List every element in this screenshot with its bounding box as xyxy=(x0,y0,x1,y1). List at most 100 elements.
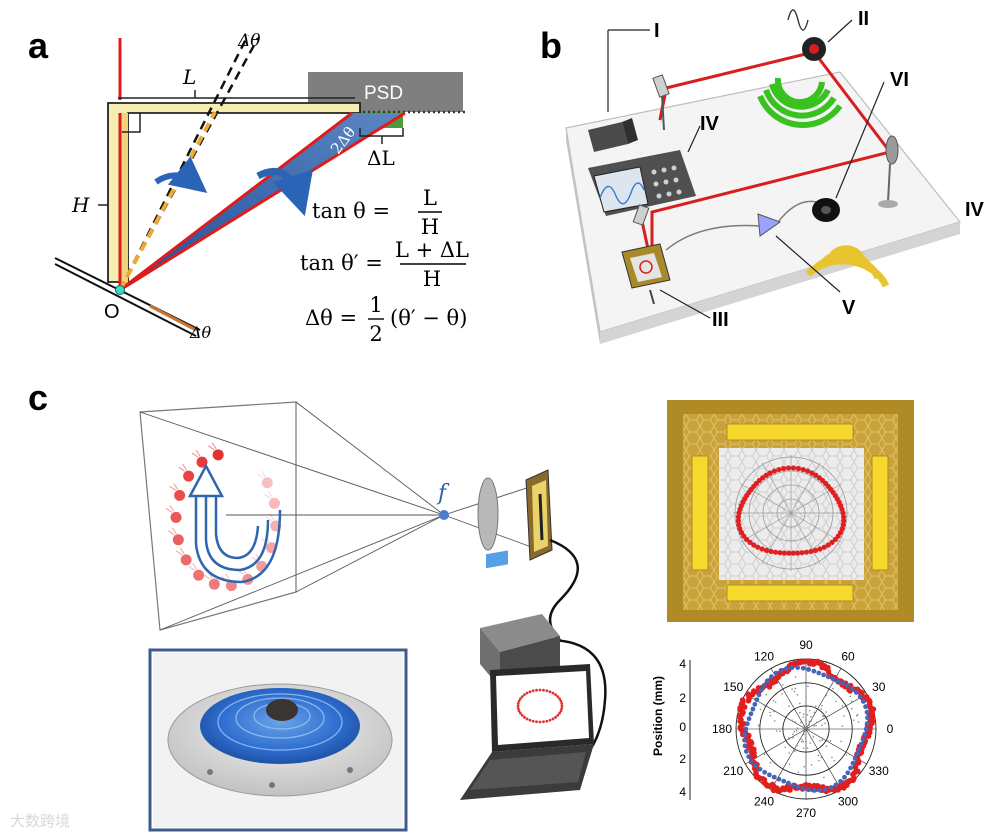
polar-blue-point xyxy=(777,777,782,782)
angle-tick-150: 150 xyxy=(723,680,743,694)
angle-tick-0: 0 xyxy=(887,722,894,736)
polar-blue-point xyxy=(786,781,791,786)
polar-blue-point xyxy=(840,681,845,686)
projection-screen xyxy=(140,402,296,630)
polar-blue-point xyxy=(743,727,748,732)
mirror-2 xyxy=(886,136,898,164)
polar-blue-point xyxy=(750,707,755,712)
polar-blue-point xyxy=(753,763,758,768)
angle-tick-240: 240 xyxy=(754,795,774,809)
trajectory-dot xyxy=(213,449,224,460)
eq3-lhs: Δθ = xyxy=(305,306,357,330)
board-trajectory-dot xyxy=(800,467,805,472)
trajectory-dot xyxy=(269,498,280,509)
polar-blue-point xyxy=(806,787,811,792)
trajectory-dot xyxy=(209,579,220,590)
mark-IV-right: IV xyxy=(965,199,985,221)
polar-blue-point xyxy=(795,665,800,670)
polar-blue-point xyxy=(831,676,836,681)
board-trajectory-dot xyxy=(773,550,778,555)
polar-blue-point xyxy=(762,683,767,688)
ytick-3: 2 xyxy=(679,752,686,766)
panel-a: a PSD L H 2Δθ ΔL Δθ xyxy=(28,25,469,346)
polar-blue-point xyxy=(745,721,750,726)
trajectory-dot xyxy=(174,490,185,501)
polar-blue-point xyxy=(744,749,749,754)
board-trajectory-dot xyxy=(796,466,801,471)
polar-blue-point xyxy=(812,788,817,793)
polar-blue-point xyxy=(749,711,754,716)
polar-blue-point xyxy=(851,761,856,766)
board-trajectory-dot xyxy=(808,549,813,554)
polar-blue-point xyxy=(796,784,801,789)
ytick-1: 2 xyxy=(679,691,686,705)
polar-blue-point xyxy=(848,766,853,771)
watermark: 大数跨境 xyxy=(10,812,70,830)
polar-blue-point xyxy=(811,669,816,674)
board-trajectory-dot xyxy=(804,550,809,555)
polar-blue-point xyxy=(858,694,863,699)
mirror-1 xyxy=(653,75,669,97)
polar-blue-point xyxy=(853,756,858,761)
polar-blue-point xyxy=(759,688,764,693)
eq1-lhs: tan θ = xyxy=(312,199,390,223)
angle-tick-210: 210 xyxy=(723,764,743,778)
polar-blue-point xyxy=(829,785,834,790)
mark-IV: IV xyxy=(700,113,720,135)
board-trajectory-dot xyxy=(817,546,822,551)
polar-red-point xyxy=(746,698,752,704)
polar-blue-point xyxy=(779,668,784,673)
polar-blue-point xyxy=(861,699,866,704)
board-trajectory-dot xyxy=(799,550,804,555)
board-trajectory-dot xyxy=(776,467,781,472)
focal-label: f xyxy=(436,481,450,506)
controller-screen xyxy=(486,550,508,568)
angle-tick-90: 90 xyxy=(799,638,813,652)
deltaL-label: ΔL xyxy=(367,146,395,170)
mark-III: III xyxy=(712,309,729,331)
polar-blue-point xyxy=(769,674,774,679)
mark-I: I xyxy=(654,20,660,42)
polar-blue-point xyxy=(821,673,826,678)
dtheta-bottom-label: Δθ xyxy=(189,323,212,342)
polar-blue-point xyxy=(774,671,779,676)
panel-c: c f xyxy=(10,377,914,830)
ytick-4: 4 xyxy=(679,785,686,799)
polar-chart: Position (mm) 4 2 0 2 4 9060300330300270… xyxy=(651,638,894,820)
polar-blue-point xyxy=(865,721,870,726)
polar-blue-point xyxy=(859,742,864,747)
polar-blue-point xyxy=(865,710,870,715)
polar-red-point xyxy=(864,694,870,700)
trajectory-dot xyxy=(262,477,273,488)
polar-blue-point xyxy=(754,697,759,702)
polar-ylabel: Position (mm) xyxy=(651,676,665,756)
electrode-right xyxy=(872,456,888,570)
board-trajectory-dot xyxy=(813,548,818,553)
polar-blue-point xyxy=(826,674,831,679)
angle-tick-330: 330 xyxy=(869,764,889,778)
polar-blue-point xyxy=(772,775,777,780)
polar-blue-point xyxy=(742,738,747,743)
polar-blue-point xyxy=(749,759,754,764)
polar-blue-point xyxy=(857,747,862,752)
panel-c-label: c xyxy=(28,377,48,418)
L-label: L xyxy=(182,65,196,89)
photo-center-mass xyxy=(266,699,298,721)
polar-blue-point xyxy=(838,779,843,784)
trajectory-dot xyxy=(173,534,184,545)
board-trajectory-dot xyxy=(777,550,782,555)
board-trajectory-dot xyxy=(786,465,791,470)
H-label: H xyxy=(71,193,90,217)
polar-blue-point xyxy=(742,732,747,737)
polar-blue-point xyxy=(746,754,751,759)
eq2-lhs: tan θ′ = xyxy=(300,251,383,275)
wave-signal xyxy=(788,10,808,30)
polar-blue-point xyxy=(758,767,763,772)
board-trajectory-dot xyxy=(781,466,786,471)
polar-blue-point xyxy=(806,667,811,672)
mark-II: II xyxy=(858,8,869,30)
polar-blue-point xyxy=(865,715,870,720)
polar-blue-point xyxy=(747,716,752,721)
polar-blue-point xyxy=(816,671,821,676)
eq1-num: L xyxy=(423,186,437,210)
